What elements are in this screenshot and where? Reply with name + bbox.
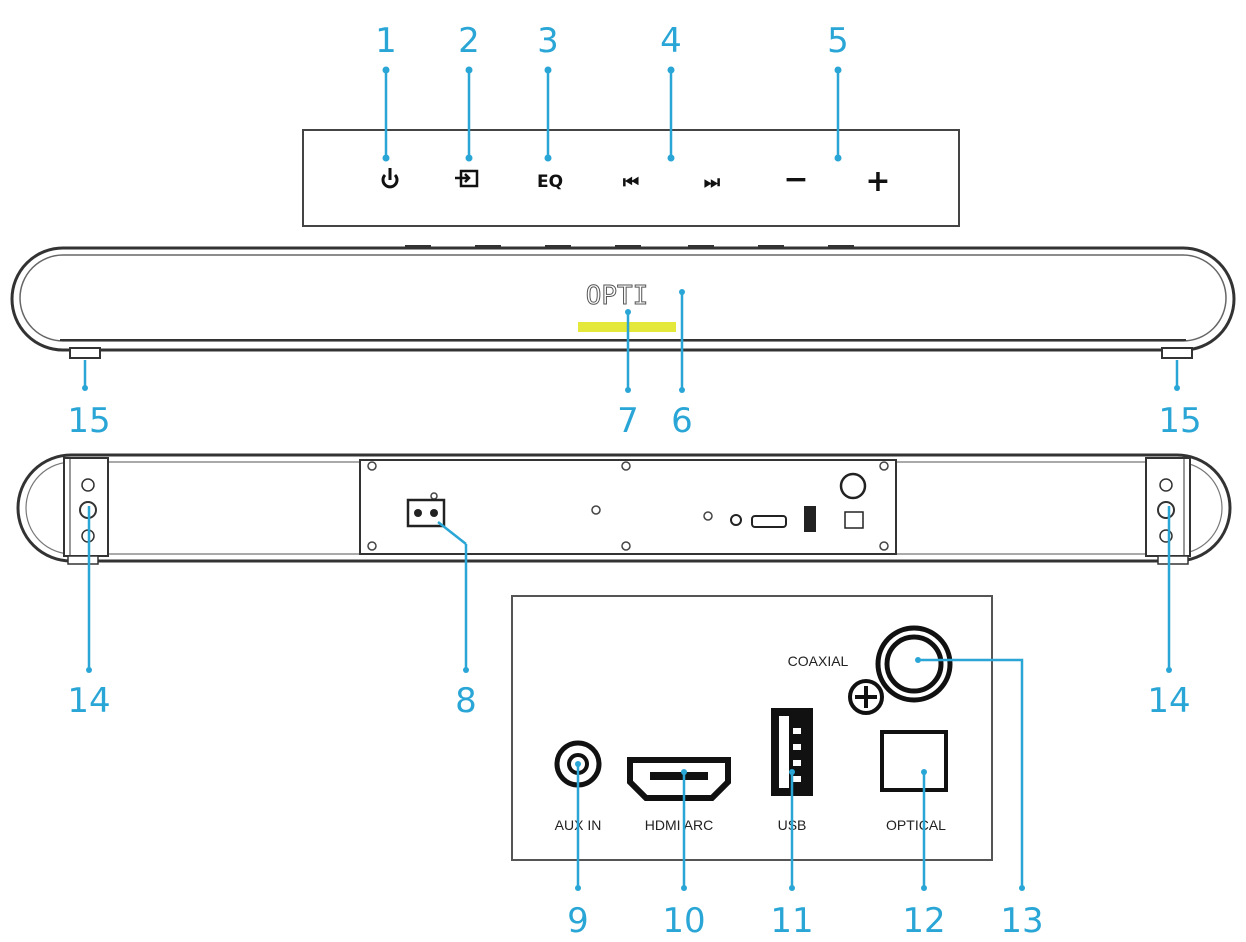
callout-5: 5 [827, 21, 849, 61]
callout-leaders-bottom [575, 657, 1025, 891]
callout-4: 4 [660, 21, 682, 61]
next-track-icon: ⏭ [704, 172, 721, 193]
optical-port [880, 730, 948, 792]
callout-6: 6 [671, 401, 693, 441]
volume-minus-icon: − [783, 162, 808, 197]
screw-icon [848, 679, 884, 715]
control-panel [302, 129, 960, 227]
optical-label: OPTICAL [886, 817, 946, 833]
hdmi-arc-label: HDMI ARC [645, 817, 713, 833]
callout-14-right: 14 [1147, 681, 1190, 721]
previous-track-icon: ⏮ [623, 172, 639, 193]
callout-15-left: 15 [67, 401, 110, 441]
hdmi-arc-port [627, 757, 731, 801]
callout-12: 12 [902, 901, 945, 941]
soundbar-rear-view [16, 453, 1232, 565]
callout-leaders-front [82, 289, 1180, 393]
callout-2: 2 [458, 21, 480, 61]
coaxial-label: COAXIAL [788, 653, 849, 669]
callout-1: 1 [375, 21, 397, 61]
source-input-icon [455, 169, 479, 188]
callout-14-left: 14 [67, 681, 110, 721]
callout-leaders-rear [86, 506, 1172, 673]
volume-plus-icon: + [865, 164, 890, 199]
callout-10: 10 [662, 901, 705, 941]
coaxial-port [875, 625, 953, 703]
eq-button-label: EQ [537, 172, 563, 192]
soundbar-front-view [10, 245, 1236, 359]
callout-13: 13 [1000, 901, 1043, 941]
callout-11: 11 [770, 901, 813, 941]
callout-15-right: 15 [1158, 401, 1201, 441]
power-icon [381, 168, 399, 189]
callout-3: 3 [537, 21, 559, 61]
callout-7: 7 [617, 401, 639, 441]
opti-logo: OPTI [586, 281, 649, 311]
callout-8: 8 [455, 681, 477, 721]
callout-leaders-top [382, 66, 842, 162]
callout-9: 9 [567, 901, 589, 941]
